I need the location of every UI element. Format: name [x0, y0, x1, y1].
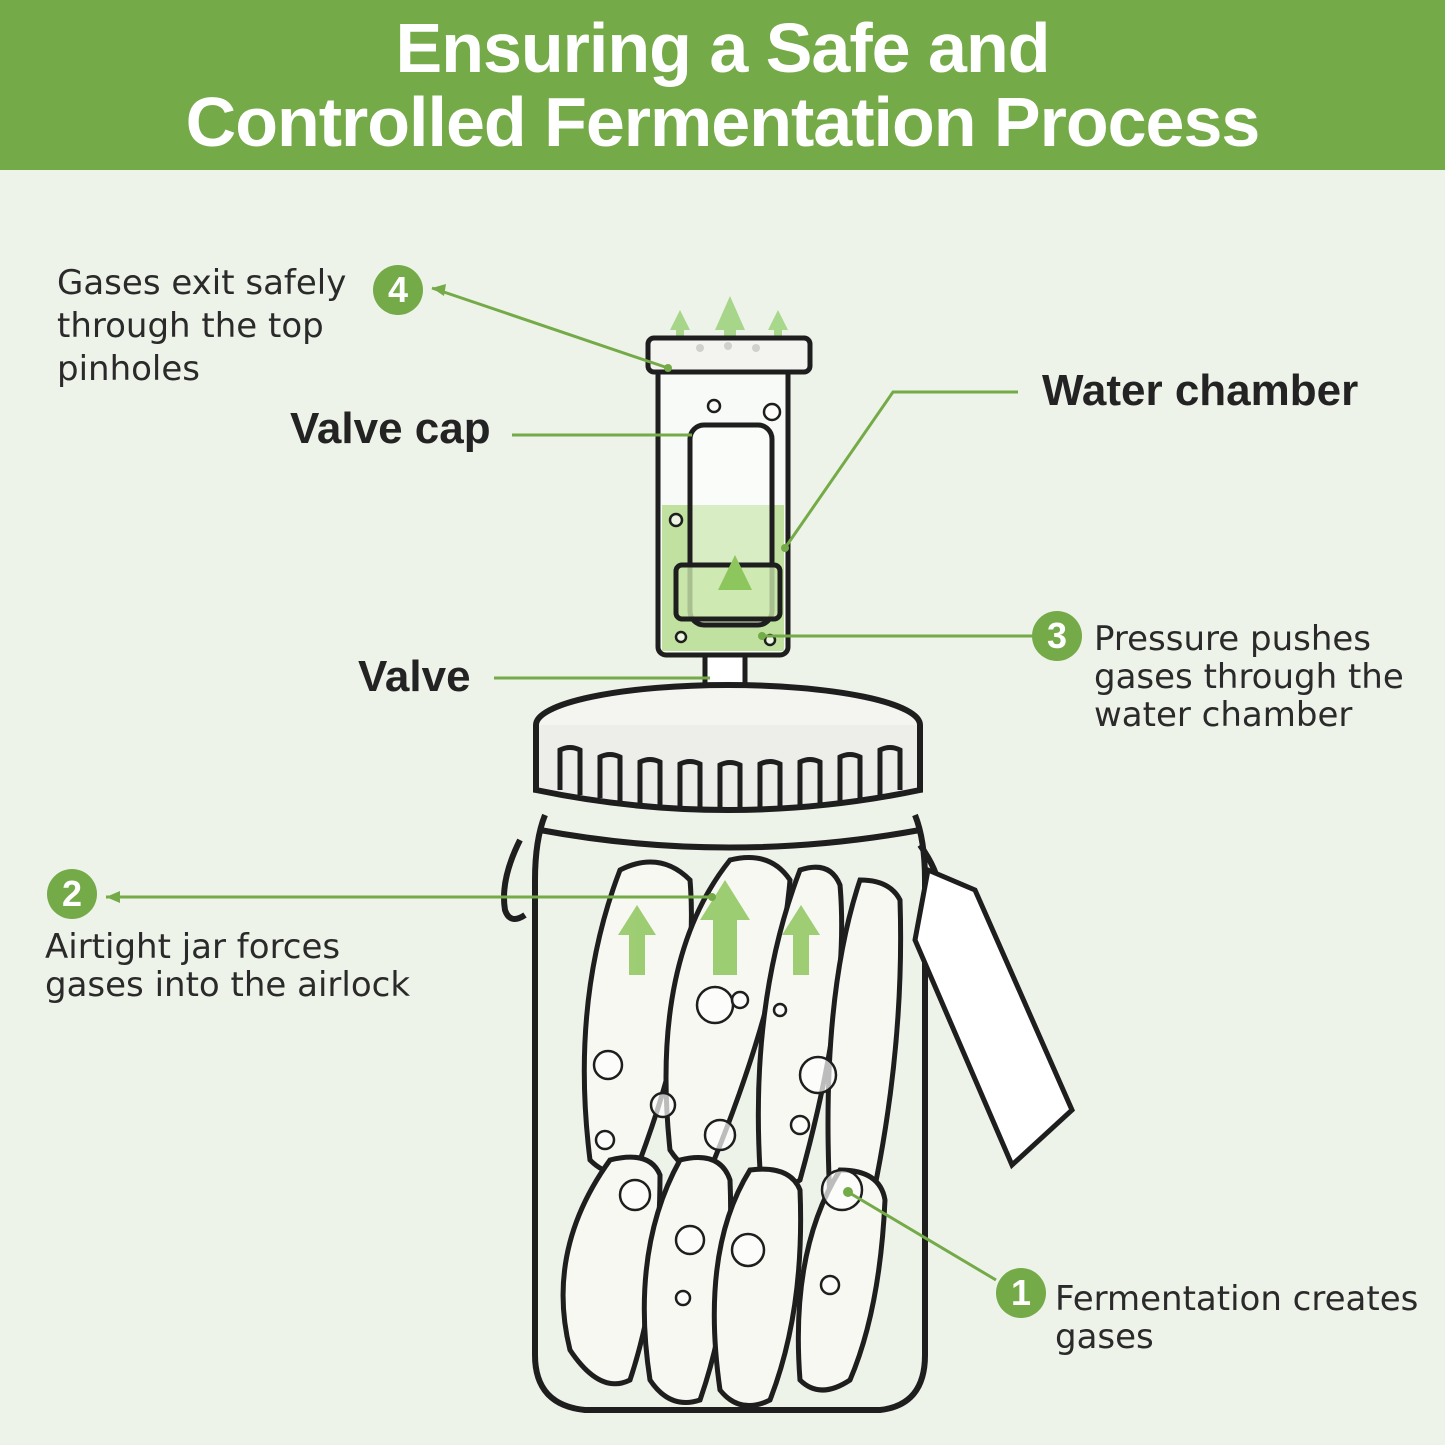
step-3-line-2: gases through the — [1094, 657, 1404, 697]
leader-lines — [106, 286, 1032, 1282]
step-4-line-2: through the top — [57, 306, 324, 346]
step-4-line-1: Gases exit safely — [57, 263, 347, 303]
title-banner: Ensuring a Safe and Controlled Fermentat… — [0, 0, 1445, 170]
step-2-line-1: Airtight jar forces — [45, 927, 341, 967]
step-3-line-3: water chamber — [1094, 695, 1353, 735]
bubbles — [592, 398, 864, 1307]
step-2-text: Airtight jar forces gases into the airlo… — [45, 928, 410, 1004]
water-chamber-label: Water chamber — [1042, 366, 1359, 415]
step-2-badge: 2 — [47, 869, 97, 919]
exit-arrows — [670, 296, 788, 338]
step-1-badge: 1 — [996, 1268, 1046, 1318]
leader-dots — [664, 364, 853, 1197]
jar-arrows — [618, 880, 820, 975]
title-line-1: Ensuring a Safe and — [395, 9, 1051, 87]
title-line-2: Controlled Fermentation Process — [185, 83, 1261, 161]
step-3-text: Pressure pushes gases through the water … — [1094, 620, 1404, 734]
step-4-line-3: pinholes — [57, 349, 201, 389]
airlock — [645, 335, 813, 733]
leader-arrowheads — [106, 284, 446, 903]
pinholes — [696, 342, 760, 352]
valve-cap-label: Valve cap — [290, 404, 491, 453]
step-3-line-1: Pressure pushes — [1094, 619, 1372, 659]
airlock-arrow — [718, 555, 752, 590]
jar-tag — [912, 866, 1076, 1170]
step-4-text: Gases exit safely through the top pinhol… — [57, 264, 346, 388]
step-3-badge: 3 — [1032, 611, 1082, 661]
step-1-line-1: Fermentation creates — [1055, 1279, 1419, 1319]
step-1-text: Fermentation creates gases — [1055, 1280, 1418, 1356]
step-2-line-2: gases into the airlock — [45, 965, 411, 1005]
valve-label: Valve — [358, 652, 471, 701]
step-4-badge: 4 — [373, 265, 423, 315]
step-1-line-2: gases — [1055, 1317, 1154, 1357]
jar-lid — [533, 682, 923, 813]
